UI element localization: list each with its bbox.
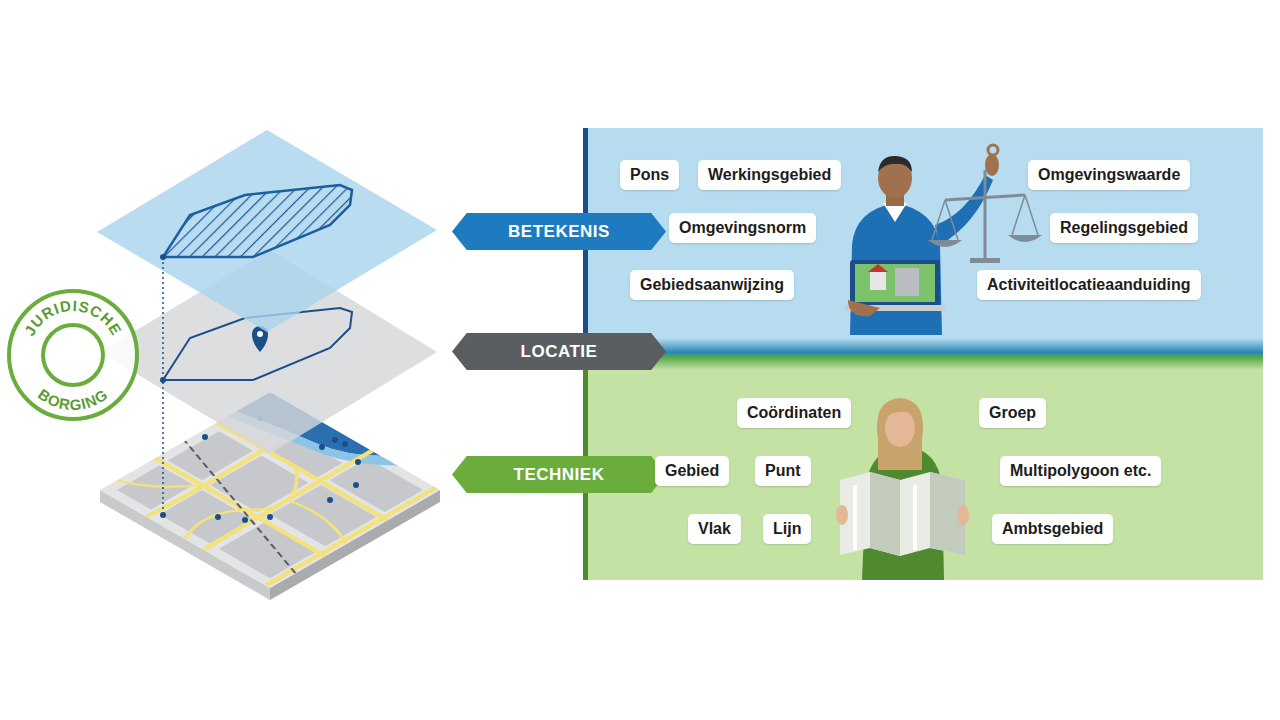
term-label: Groep xyxy=(979,398,1046,428)
tag-text: TECHNIEK xyxy=(452,456,666,493)
betekenis-panel xyxy=(583,128,1263,338)
tag-shape xyxy=(452,456,666,493)
stamp-text: JURIDISCHE xyxy=(21,297,126,339)
stamp-ring: JURIDISCHE BORGING xyxy=(3,285,143,425)
term-label: Regelingsgebied xyxy=(1050,213,1198,243)
term-label: Gebied xyxy=(655,456,729,486)
layer-tag: LOCATIE xyxy=(452,333,666,370)
man-figure xyxy=(845,145,1042,335)
term-label: Lijn xyxy=(763,514,811,544)
term-text: Omgevingswaarde xyxy=(1038,166,1180,183)
term-label: Punt xyxy=(755,456,811,486)
term-label: Gebiedsaanwijzing xyxy=(630,270,794,300)
stamp-text: BORGING xyxy=(35,385,111,413)
term-text: Gebied xyxy=(665,462,719,479)
locatie-band xyxy=(583,338,1263,370)
betekenis-layer xyxy=(97,130,437,332)
term-label: Activiteitlocatieaanduiding xyxy=(977,270,1201,300)
tag-shape xyxy=(452,213,666,250)
term-text: Lijn xyxy=(773,520,801,537)
techniek-panel xyxy=(583,370,1263,580)
term-text: Activiteitlocatieaanduiding xyxy=(987,276,1191,293)
woman-figure xyxy=(836,398,969,580)
term-label: Werkingsgebied xyxy=(698,160,841,190)
term-label: Ambtsgebied xyxy=(992,514,1113,544)
stamp-seal: JURIDISCHE BORGING xyxy=(3,285,143,425)
term-label: Coördinaten xyxy=(737,398,851,428)
term-text: Werkingsgebied xyxy=(708,166,831,183)
term-text: Ambtsgebied xyxy=(1002,520,1103,537)
term-text: Groep xyxy=(989,404,1036,421)
term-label: Vlak xyxy=(688,514,741,544)
term-text: Multipolygoon etc. xyxy=(1010,462,1151,479)
tag-text: BETEKENIS xyxy=(452,213,666,250)
layer-tag: BETEKENIS xyxy=(452,213,666,250)
term-text: Regelingsgebied xyxy=(1060,219,1188,236)
term-text: Gebiedsaanwijzing xyxy=(640,276,784,293)
stamp-text: BORGING xyxy=(35,385,111,413)
term-text: Punt xyxy=(765,462,801,479)
tag-shape xyxy=(452,333,666,370)
term-label: Omgevingsnorm xyxy=(669,213,816,243)
layer-tag: TECHNIEK xyxy=(452,456,666,493)
term-label: Multipolygoon etc. xyxy=(1000,456,1161,486)
term-text: Vlak xyxy=(698,520,731,537)
term-label: Omgevingswaarde xyxy=(1028,160,1190,190)
panels xyxy=(583,128,1263,580)
term-text: Pons xyxy=(630,166,669,183)
term-text: Coördinaten xyxy=(747,404,841,421)
layer-link xyxy=(160,254,166,515)
stamp-outer-ring xyxy=(9,291,137,419)
tag-text: LOCATIE xyxy=(452,333,666,370)
stamp-text: JURIDISCHE xyxy=(21,297,126,339)
stamp-inner-ring xyxy=(43,325,103,385)
term-label: Pons xyxy=(620,160,679,190)
term-text: Omgevingsnorm xyxy=(679,219,806,236)
